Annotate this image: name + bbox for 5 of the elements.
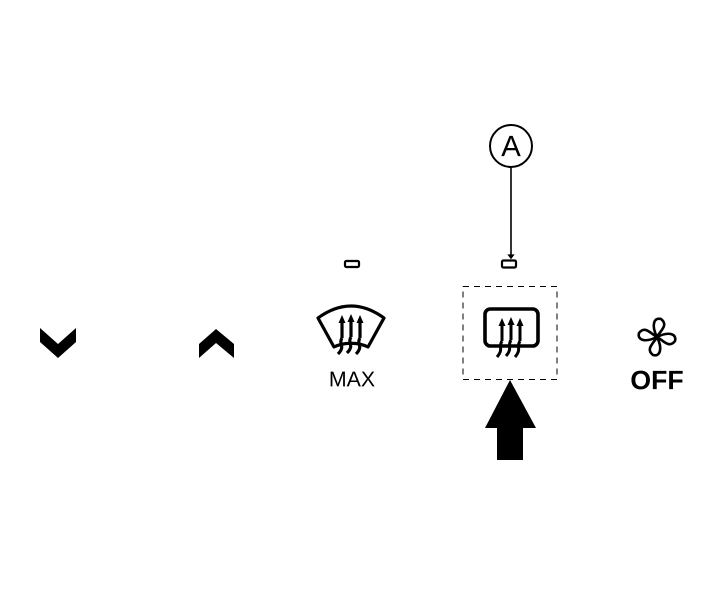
pointer-arrow — [485, 380, 536, 460]
highlight-box — [462, 286, 558, 380]
indicator-light — [500, 259, 518, 269]
button-label: OFF — [631, 370, 683, 390]
button-label: MAX — [330, 372, 375, 386]
